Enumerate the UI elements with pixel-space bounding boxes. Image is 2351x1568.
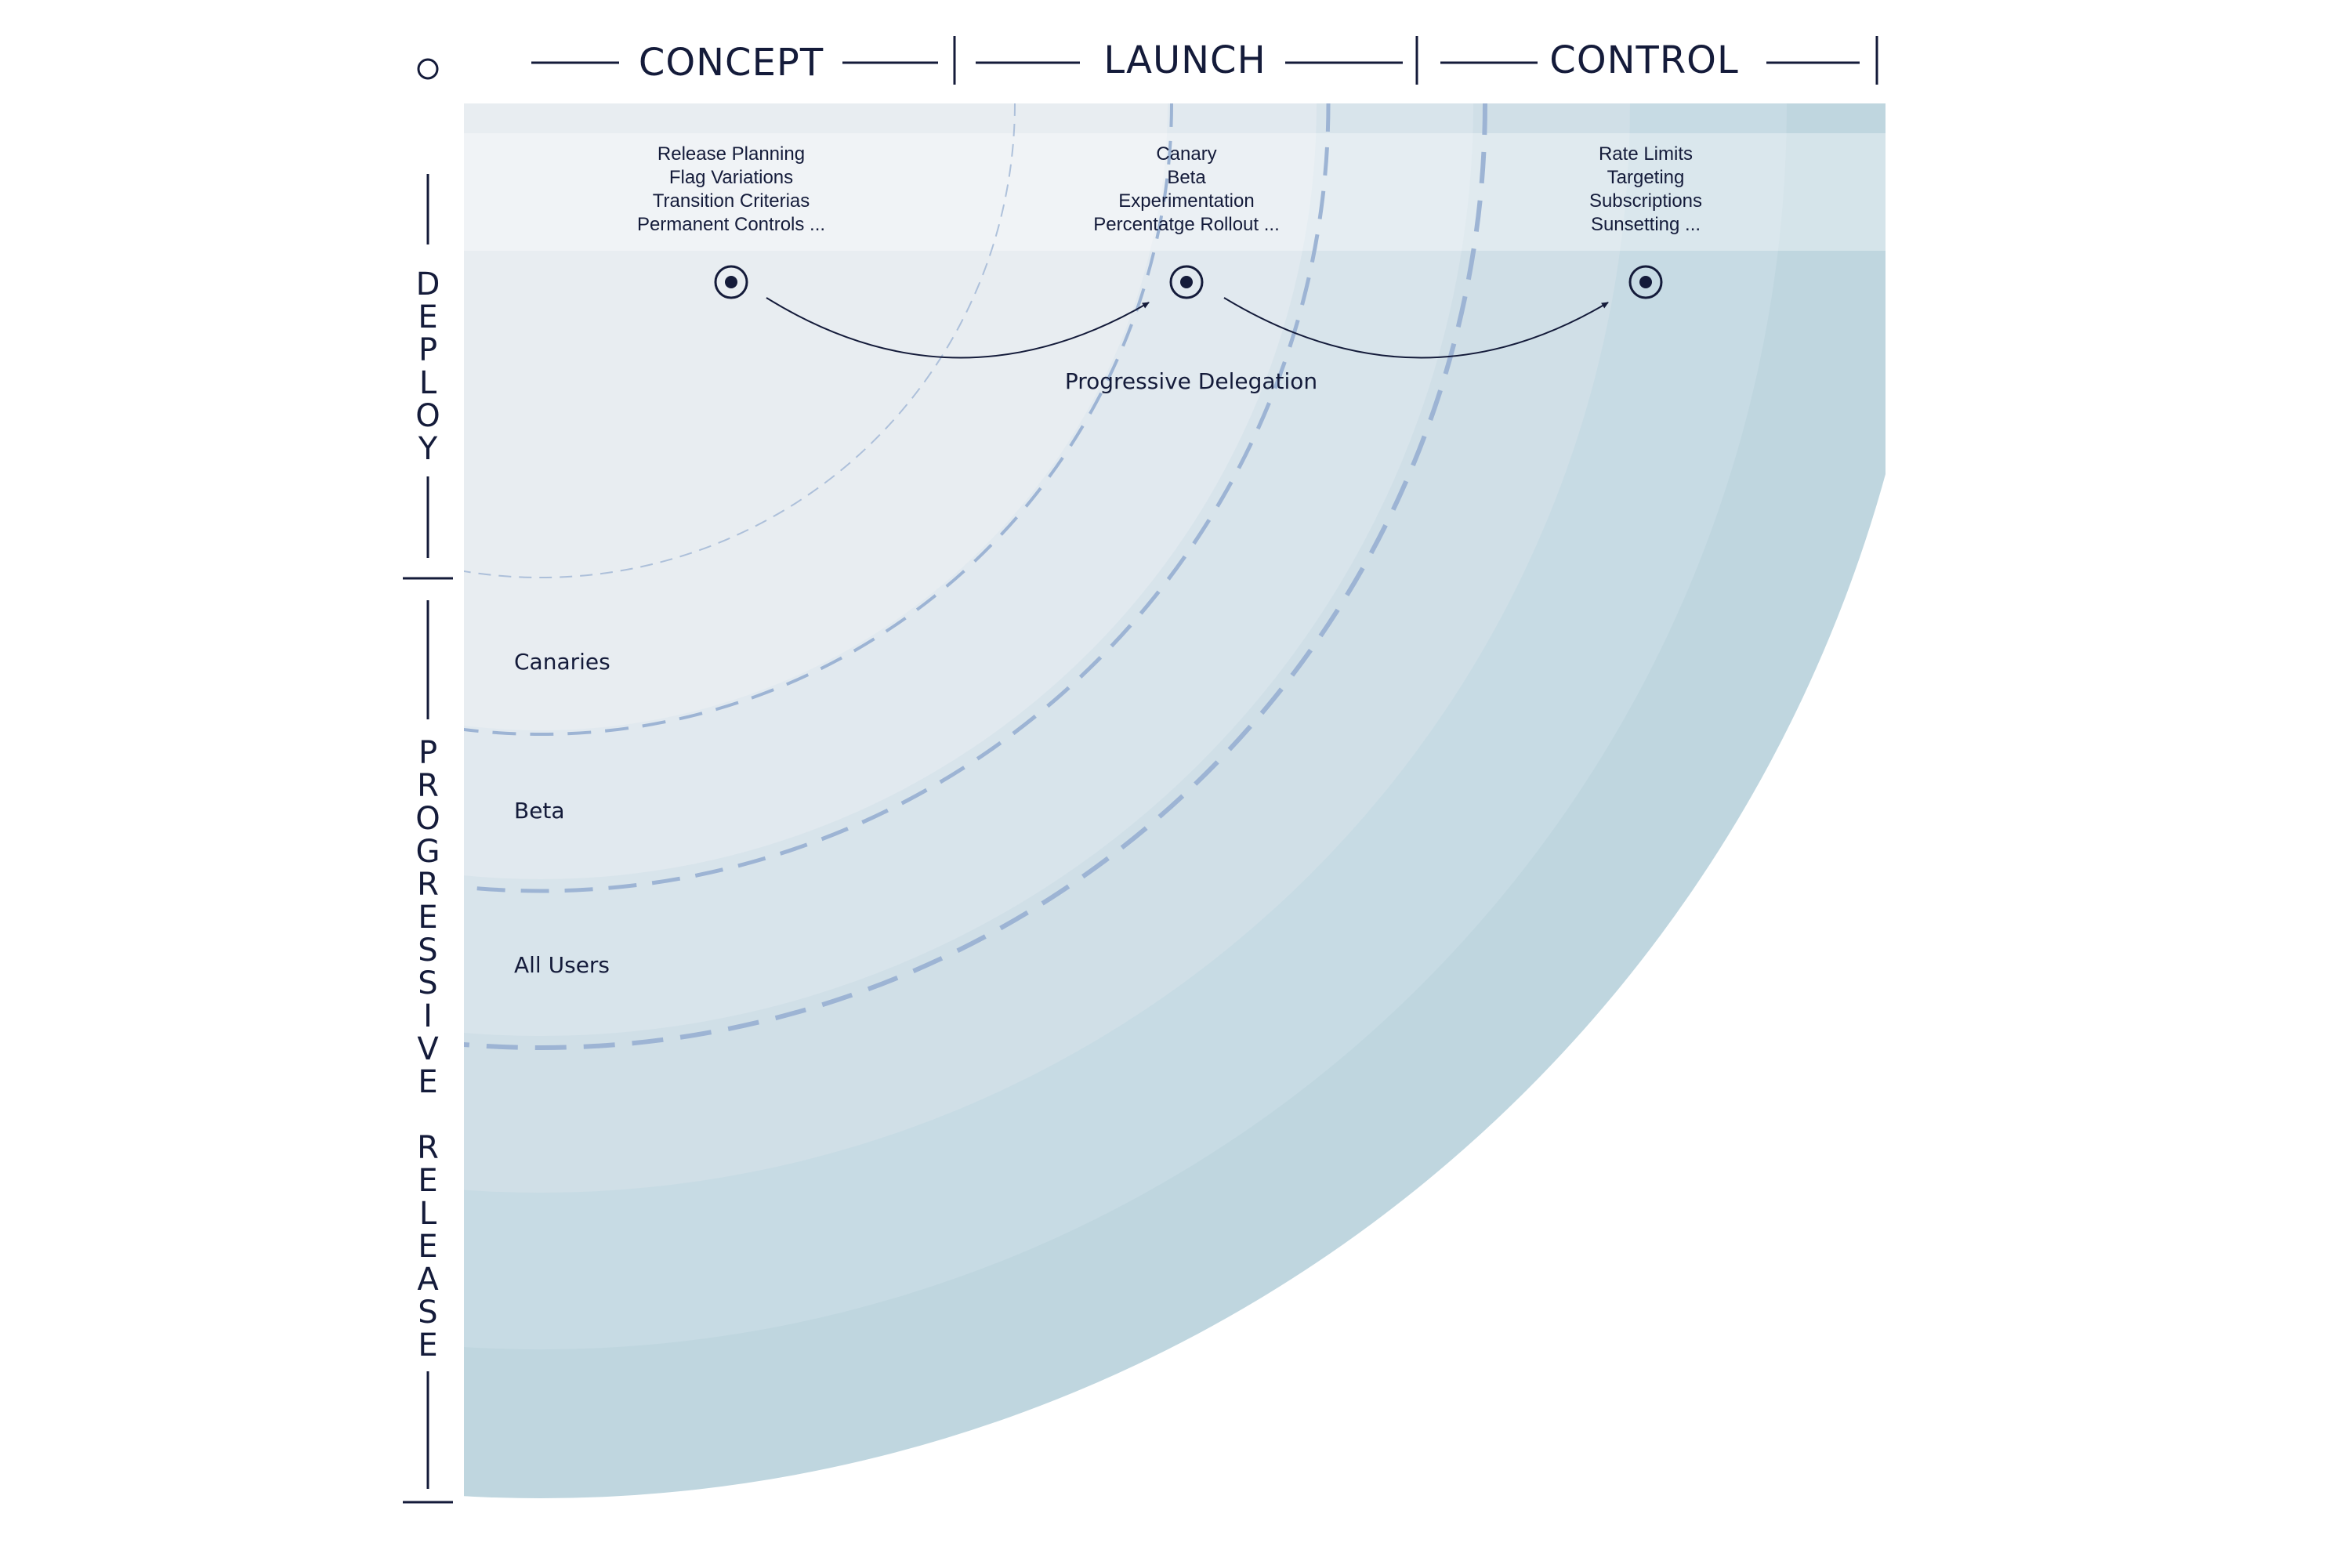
axis-letter: E [418,1327,437,1363]
feature-item: Flag Variations [669,167,793,188]
axis-letter: E [418,299,437,335]
audience-label-all-users: All Users [514,952,610,978]
axis-letter: E [418,1163,437,1199]
feature-item: Permanent Controls ... [637,214,825,235]
phase-header [531,36,1878,85]
axis-letter: G [416,834,440,870]
axis-letter: I [423,998,433,1034]
feature-item: Percentatge Rollout ... [1093,214,1279,235]
axis-letter: S [418,932,437,969]
audience-label-beta: Beta [514,798,565,824]
axis-letter: O [415,801,440,837]
axis-letter: L [419,365,437,401]
phase-node-control [1628,265,1663,299]
dashed-arc-canaries [464,103,1173,736]
axis-letter: Y [418,431,438,467]
axis-letter: R [417,768,439,804]
left-axis-lines [403,174,453,1504]
progressive-delegation-label: Progressive Delegation [1065,368,1317,394]
axis-letter: E [418,900,437,936]
feature-item: Subscriptions [1589,190,1702,212]
dashed-arc-all-users [464,103,1487,1050]
dashed-arc-deploy [464,103,1016,578]
feature-list-concept: Release Planning Flag Variations Transit… [637,143,825,235]
feature-item: Sunsetting ... [1591,214,1701,235]
phase-title-launch: LAUNCH [1103,38,1266,82]
feature-item: Canary [1156,143,1216,165]
axis-letter: V [417,1031,439,1067]
axis-letter: L [419,1196,437,1232]
axis-letter: P [418,332,437,368]
feature-item: Experimentation [1118,190,1254,212]
axis-letter: E [418,1229,437,1265]
axis-letter: E [418,1064,437,1100]
feature-list-control: Rate Limits Targeting Subscriptions Suns… [1589,143,1702,235]
ring-1 [464,103,1168,730]
axis-letter: S [418,1295,437,1331]
axis-letter: R [417,867,439,903]
axis-letter: O [415,398,440,434]
feature-item: Release Planning [657,143,805,165]
feature-item: Targeting [1607,167,1685,188]
audience-label-canaries: Canaries [514,649,610,675]
axis-letter: D [416,266,440,302]
phase-node-launch [1169,265,1204,299]
phase-title-control: CONTROL [1549,38,1738,82]
delegation-arrow-launch-control [1223,297,1609,359]
axis-letter: R [417,1130,439,1166]
dashed-arc-beta [464,103,1331,893]
feature-item: Beta [1167,167,1206,188]
feature-item: Transition Criterias [653,190,810,212]
feature-list-launch: Canary Beta Experimentation Percentatge … [1093,143,1279,235]
origin-marker [417,58,439,80]
phase-node-concept [714,265,748,299]
axis-letter: A [417,1262,439,1298]
delegation-arrow-concept-launch [766,297,1150,359]
axis-letter: S [418,965,437,1001]
feature-item: Rate Limits [1599,143,1693,165]
feature-band [464,133,1886,251]
phase-title-concept: CONCEPT [639,41,824,85]
axis-letter: P [418,735,437,771]
ring-area [464,103,1886,1498]
